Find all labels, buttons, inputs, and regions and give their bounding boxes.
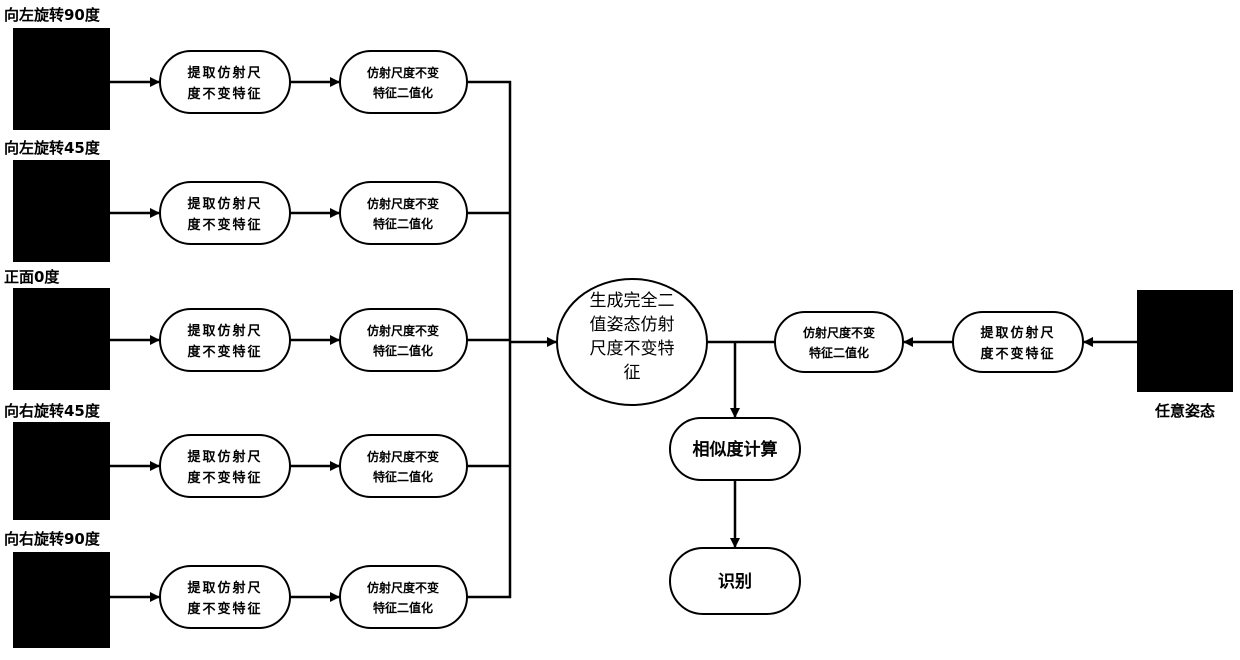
svg-text:提取仿射尺: 提取仿射尺 — [187, 196, 262, 212]
svg-text:仿射尺度不变: 仿射尺度不变 — [367, 196, 439, 211]
svg-text:仿射尺度不变: 仿射尺度不变 — [367, 323, 439, 338]
binarize-node: 仿射尺度不变特征二值化 — [340, 566, 467, 628]
view-row: 向左旋转90度提取仿射尺度不变特征仿射尺度不变特征二值化 — [4, 6, 511, 130]
view-label: 向左旋转45度 — [4, 139, 101, 157]
svg-text:特征二值化: 特征二值化 — [373, 469, 433, 484]
svg-text:提取仿射尺: 提取仿射尺 — [980, 325, 1055, 341]
svg-text:生成完全二: 生成完全二 — [590, 291, 675, 311]
extract-node: 提取仿射尺度不变特征 — [160, 309, 290, 371]
binarize-node: 仿射尺度不变特征二值化 — [340, 182, 467, 244]
svg-text:度不变特征: 度不变特征 — [980, 346, 1055, 362]
svg-text:征: 征 — [624, 363, 641, 383]
svg-text:仿射尺度不变: 仿射尺度不变 — [803, 325, 875, 340]
svg-text:特征二值化: 特征二值化 — [373, 85, 433, 100]
extract-node: 提取仿射尺度不变特征 — [160, 566, 290, 628]
extract-node: 提取仿射尺度不变特征 — [160, 51, 290, 113]
view-image — [13, 160, 110, 262]
query-extract-node: 提取仿射尺 度不变特征 — [953, 312, 1083, 372]
extract-node: 提取仿射尺度不变特征 — [160, 435, 290, 497]
svg-text:度不变特征: 度不变特征 — [187, 470, 262, 486]
view-image — [13, 28, 110, 130]
query-image — [1137, 290, 1233, 392]
svg-text:尺度不变特: 尺度不变特 — [590, 339, 675, 359]
view-row: 向左旋转45度提取仿射尺度不变特征仿射尺度不变特征二值化 — [4, 139, 511, 262]
binarize-node: 仿射尺度不变特征二值化 — [340, 309, 467, 371]
view-label: 正面0度 — [4, 268, 60, 286]
view-row: 向右旋转45度提取仿射尺度不变特征仿射尺度不变特征二值化 — [4, 402, 511, 520]
view-label: 向右旋转45度 — [4, 402, 101, 420]
svg-text:仿射尺度不变: 仿射尺度不变 — [367, 449, 439, 464]
view-image — [13, 422, 110, 520]
svg-text:度不变特征: 度不变特征 — [187, 86, 262, 102]
view-row: 向右旋转90度提取仿射尺度不变特征仿射尺度不变特征二值化 — [4, 530, 511, 648]
svg-text:提取仿射尺: 提取仿射尺 — [187, 323, 262, 339]
svg-text:特征二值化: 特征二值化 — [809, 345, 869, 360]
svg-text:度不变特征: 度不变特征 — [187, 217, 262, 233]
view-label: 向左旋转90度 — [4, 6, 101, 24]
view-label: 向右旋转90度 — [4, 530, 101, 548]
svg-text:提取仿射尺: 提取仿射尺 — [187, 580, 262, 596]
binarize-node: 仿射尺度不变特征二值化 — [340, 51, 467, 113]
similarity-node: 相似度计算 — [670, 418, 800, 480]
query-binarize-node: 仿射尺度不变 特征二值化 — [775, 312, 903, 372]
svg-text:提取仿射尺: 提取仿射尺 — [187, 65, 262, 81]
recognize-node: 识别 — [670, 548, 800, 614]
svg-text:特征二值化: 特征二值化 — [373, 343, 433, 358]
svg-text:度不变特征: 度不变特征 — [187, 601, 262, 617]
query-label: 任意姿态 — [1154, 402, 1215, 420]
extract-node: 提取仿射尺度不变特征 — [160, 182, 290, 244]
svg-text:度不变特征: 度不变特征 — [187, 344, 262, 360]
svg-text:仿射尺度不变: 仿射尺度不变 — [367, 65, 439, 80]
svg-text:特征二值化: 特征二值化 — [373, 216, 433, 231]
view-row: 正面0度提取仿射尺度不变特征仿射尺度不变特征二值化 — [4, 268, 511, 390]
merge-node: 生成完全二 值姿态仿射 尺度不变特 征 — [557, 279, 707, 405]
svg-text:提取仿射尺: 提取仿射尺 — [187, 449, 262, 465]
view-image — [13, 552, 110, 648]
svg-text:仿射尺度不变: 仿射尺度不变 — [367, 580, 439, 595]
svg-text:特征二值化: 特征二值化 — [373, 600, 433, 615]
binarize-node: 仿射尺度不变特征二值化 — [340, 435, 467, 497]
svg-text:识别: 识别 — [718, 572, 752, 592]
svg-text:值姿态仿射: 值姿态仿射 — [590, 315, 675, 335]
svg-text:相似度计算: 相似度计算 — [693, 439, 778, 460]
view-image — [13, 288, 110, 390]
